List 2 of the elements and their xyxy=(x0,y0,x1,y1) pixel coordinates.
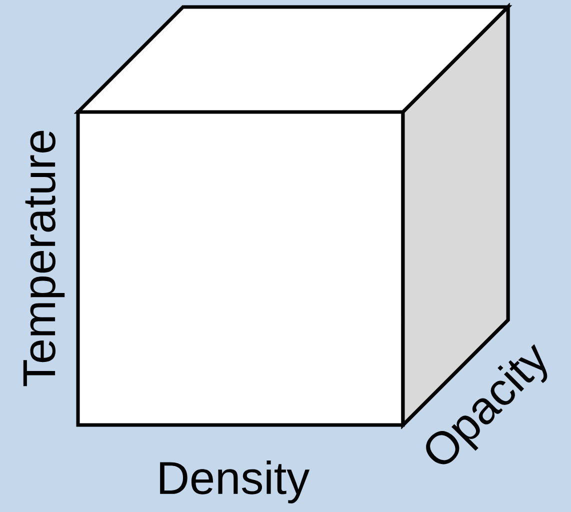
axis-label: Temperature xyxy=(23,130,65,386)
axis-label: Density xyxy=(160,460,310,504)
